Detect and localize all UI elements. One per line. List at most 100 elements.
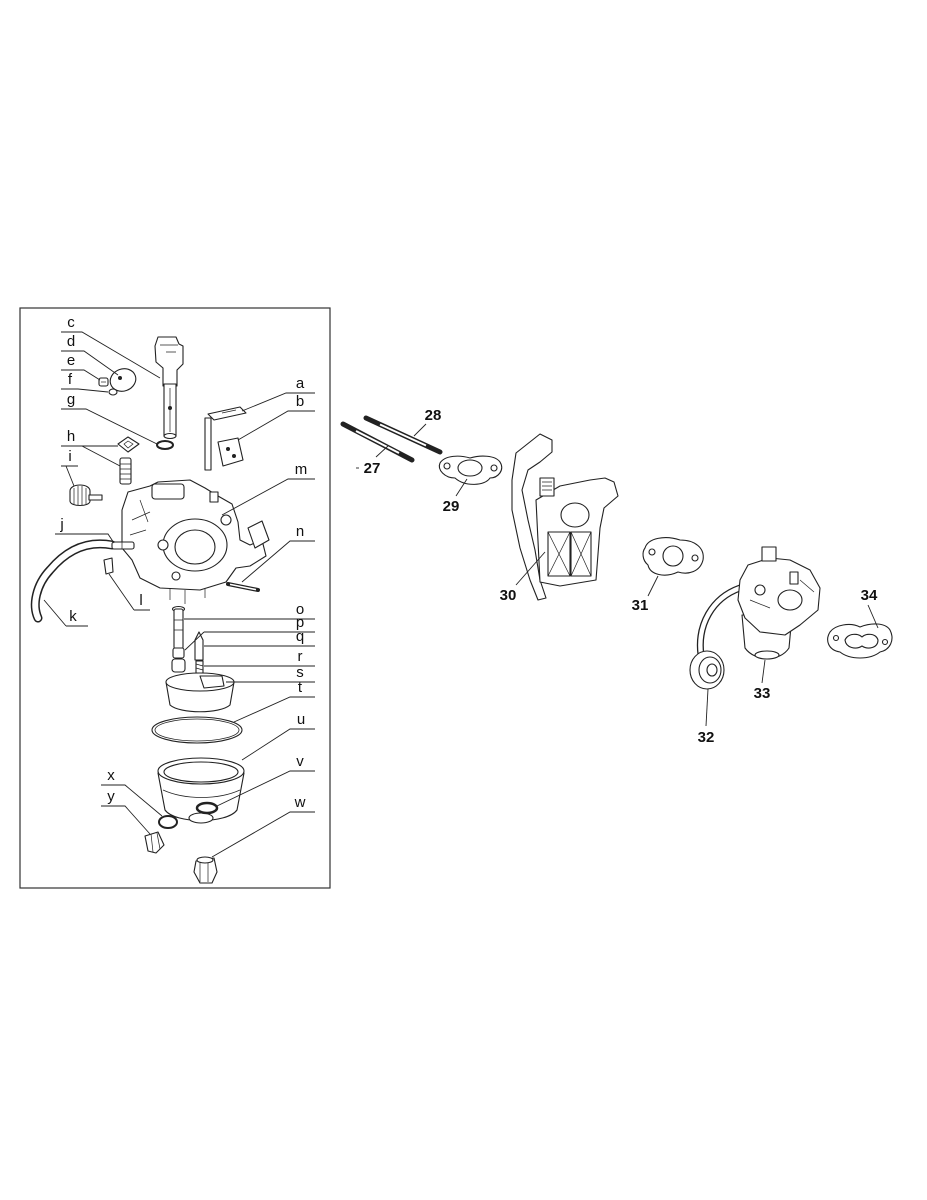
throttle-shaft-part (154, 336, 184, 440)
needle-spring-part (195, 660, 204, 674)
gasket-29-part (438, 455, 503, 485)
exploded-view-frame (19, 307, 331, 889)
leader-line-i (61, 465, 78, 487)
label-28: 28 (425, 407, 442, 424)
label-c: c (67, 314, 75, 331)
leader-line-n (241, 540, 315, 583)
leader-line-j (55, 533, 115, 544)
label-e: e (67, 352, 75, 369)
leader-line-w (211, 811, 315, 858)
label-29: 29 (443, 498, 460, 515)
bowl-bolt-part (193, 856, 218, 884)
label-y: y (107, 788, 115, 805)
main-jet-part (171, 647, 186, 673)
float-bowl-part (157, 757, 245, 824)
throttle-lever-part (204, 406, 247, 471)
idle-jet-part (119, 457, 132, 485)
label-n: n (296, 523, 304, 540)
label-i: i (68, 448, 71, 465)
exploded-view-labels: c d e f g h i j k l a b m n o p q r s t … (59, 314, 307, 811)
leader-line-34 (867, 604, 879, 629)
leader-line-l (108, 573, 150, 611)
leader-line-m (221, 478, 315, 516)
drain-washer-part (158, 815, 178, 829)
leader-line-p (184, 631, 315, 651)
label-j: j (59, 516, 63, 533)
label-w: w (294, 794, 306, 811)
label-p: p (296, 614, 304, 631)
float-pin-part (226, 582, 260, 592)
leader-line-a (241, 392, 315, 412)
stud-28-part (363, 415, 443, 455)
knob-32-part (689, 650, 725, 690)
label-h: h (67, 428, 75, 445)
label-t: t (298, 679, 303, 696)
label-r: r (298, 648, 303, 665)
leader-line-k (43, 599, 88, 627)
lever-plate-part (217, 437, 244, 467)
leader-line-b (237, 410, 315, 441)
leader-line-y (101, 805, 151, 835)
leader-line-33 (761, 659, 766, 684)
label-u: u (297, 711, 305, 728)
gasket-31-part (642, 537, 704, 576)
leader-line-u (241, 728, 315, 761)
label-f: f (68, 371, 73, 388)
exploded-view-leader-lines (43, 331, 315, 858)
label-a: a (296, 375, 305, 392)
label-30: 30 (500, 587, 517, 604)
emulsion-tube-part (171, 605, 186, 650)
label-b: b (296, 393, 304, 410)
label-27: 27 (364, 460, 381, 477)
leader-line-x (101, 784, 163, 817)
label-s: s (296, 664, 304, 681)
label-o: o (296, 601, 304, 618)
leader-line-28 (413, 423, 427, 437)
label-34: 34 (861, 587, 878, 604)
leader-line-d (61, 350, 119, 376)
leader-line-h (61, 445, 121, 467)
hose-fitting-part (111, 541, 135, 550)
label-q: q (296, 628, 304, 645)
label-33: 33 (754, 685, 771, 702)
bowl-gasket-part (151, 716, 243, 744)
leader-line-g (61, 408, 158, 445)
label-g: g (67, 391, 75, 408)
fuel-hose-part (30, 539, 117, 623)
leader-line-v (216, 770, 315, 807)
label-k: k (69, 608, 77, 625)
gasket-34-part (827, 623, 893, 659)
leader-line-e (61, 369, 101, 381)
leader-line-30 (515, 551, 546, 586)
leader-line-t (233, 696, 315, 723)
shaft-washer-part (156, 440, 174, 450)
label-x: x (107, 767, 115, 784)
leader-line-32 (705, 688, 709, 727)
bowl-washer-part (195, 801, 219, 815)
small-washer-part (108, 388, 118, 396)
adjust-knob-part (69, 484, 103, 507)
label-32: 32 (698, 729, 715, 746)
idle-jet-cap-part (117, 436, 140, 453)
assembly-leader-lines (356, 423, 879, 727)
leader-line-29 (455, 478, 468, 497)
label-l: l (139, 592, 142, 609)
label-d: d (67, 333, 75, 350)
stud-27-part (340, 421, 415, 463)
label-31: 31 (632, 597, 649, 614)
label-v: v (296, 753, 304, 770)
carburetor-33-part (696, 546, 821, 660)
assembly-labels: 28 27 29 30 31 32 33 34 (364, 407, 878, 746)
choke-screw-part (98, 377, 109, 387)
carburetor-body-part (121, 479, 270, 604)
label-m: m (295, 461, 308, 478)
hose-clip-part (103, 557, 114, 575)
leader-line-f (61, 388, 109, 393)
leader-line-27 (375, 445, 389, 458)
drain-screw-part (144, 831, 165, 854)
spacer-30-part (511, 433, 619, 601)
float-part (165, 672, 235, 713)
leader-line-c (61, 331, 161, 379)
leader-line-31 (647, 575, 659, 597)
